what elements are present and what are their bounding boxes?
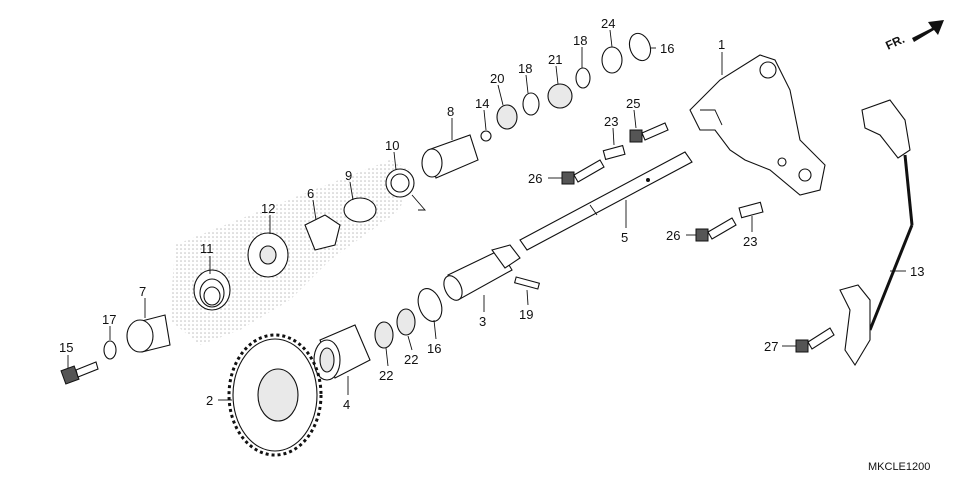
part-6-plate [304,214,341,251]
part-3-sleeve [443,244,521,301]
diagram-code: MKCLE1200 [868,461,930,473]
part-19-pin [513,276,541,290]
callout-10: 10 [385,138,399,153]
part-15-bolt [60,361,99,385]
part-20-seal [496,104,518,130]
part-16-washer-lower [417,288,443,322]
direction-label: FR. [883,32,906,53]
front-direction-indicator: FR. [883,20,944,53]
callout-22b: 22 [404,352,418,367]
part-1-housing [689,54,826,196]
part-18-washer [522,92,540,116]
part-11-spring [193,269,231,311]
callout-18b: 18 [573,33,587,48]
part-10-spring [385,168,426,211]
part-14-ring [480,130,492,142]
callout-6: 6 [307,186,314,201]
part-9-ring [343,197,377,223]
part-8-collar [421,134,479,179]
part-2-gear [227,333,323,457]
part-22-bearing-b [396,308,416,336]
leader-lines [67,29,906,401]
callout-17: 17 [102,312,116,327]
callout-27: 27 [764,339,778,354]
callout-8: 8 [447,104,454,119]
part-4-drum [313,324,371,381]
callout-14: 14 [475,96,489,111]
part-23-dowel-upper [602,144,626,161]
callout-7: 7 [139,284,146,299]
callout-9: 9 [345,168,352,183]
part-27-bolt [795,327,835,353]
callout-2: 2 [206,393,213,408]
part-23-dowel-lower [738,201,764,219]
part-26-bolt-lower [695,217,737,242]
part-22-bearing-a [374,321,394,349]
callout-23a: 23 [604,114,618,129]
callout-19: 19 [519,307,533,322]
callout-22a: 22 [379,368,393,383]
part-25-bolt [629,122,669,143]
callout-12: 12 [261,201,275,216]
callout-13: 13 [910,264,924,279]
callout-20: 20 [490,71,504,86]
callout-26b: 26 [666,228,680,243]
callout-25: 25 [626,96,640,111]
part-17-washer [103,340,117,360]
callout-18: 18 [518,61,532,76]
callout-16-upper: 16 [660,41,674,56]
part-26-bolt-upper [561,159,605,185]
callout-3: 3 [479,314,486,329]
callout-5: 5 [621,230,628,245]
callout-11: 11 [200,241,214,256]
callout-26a: 26 [528,171,542,186]
callout-23b: 23 [743,234,757,249]
callout-21: 21 [548,52,562,67]
callout-1: 1 [718,37,725,52]
part-21-bearing [547,83,573,109]
part-16-washer-upper [628,32,652,62]
callout-16-lower: 16 [427,341,441,356]
part-12-ratchet [247,232,289,278]
part-24-clip [601,46,623,74]
part-18b-washer [575,67,591,89]
part-5-shaft [519,151,693,251]
part-7-collar [126,314,171,353]
part-13-lever [839,99,914,367]
callout-15: 15 [59,340,73,355]
callout-4: 4 [343,397,350,412]
callout-24: 24 [601,16,615,31]
